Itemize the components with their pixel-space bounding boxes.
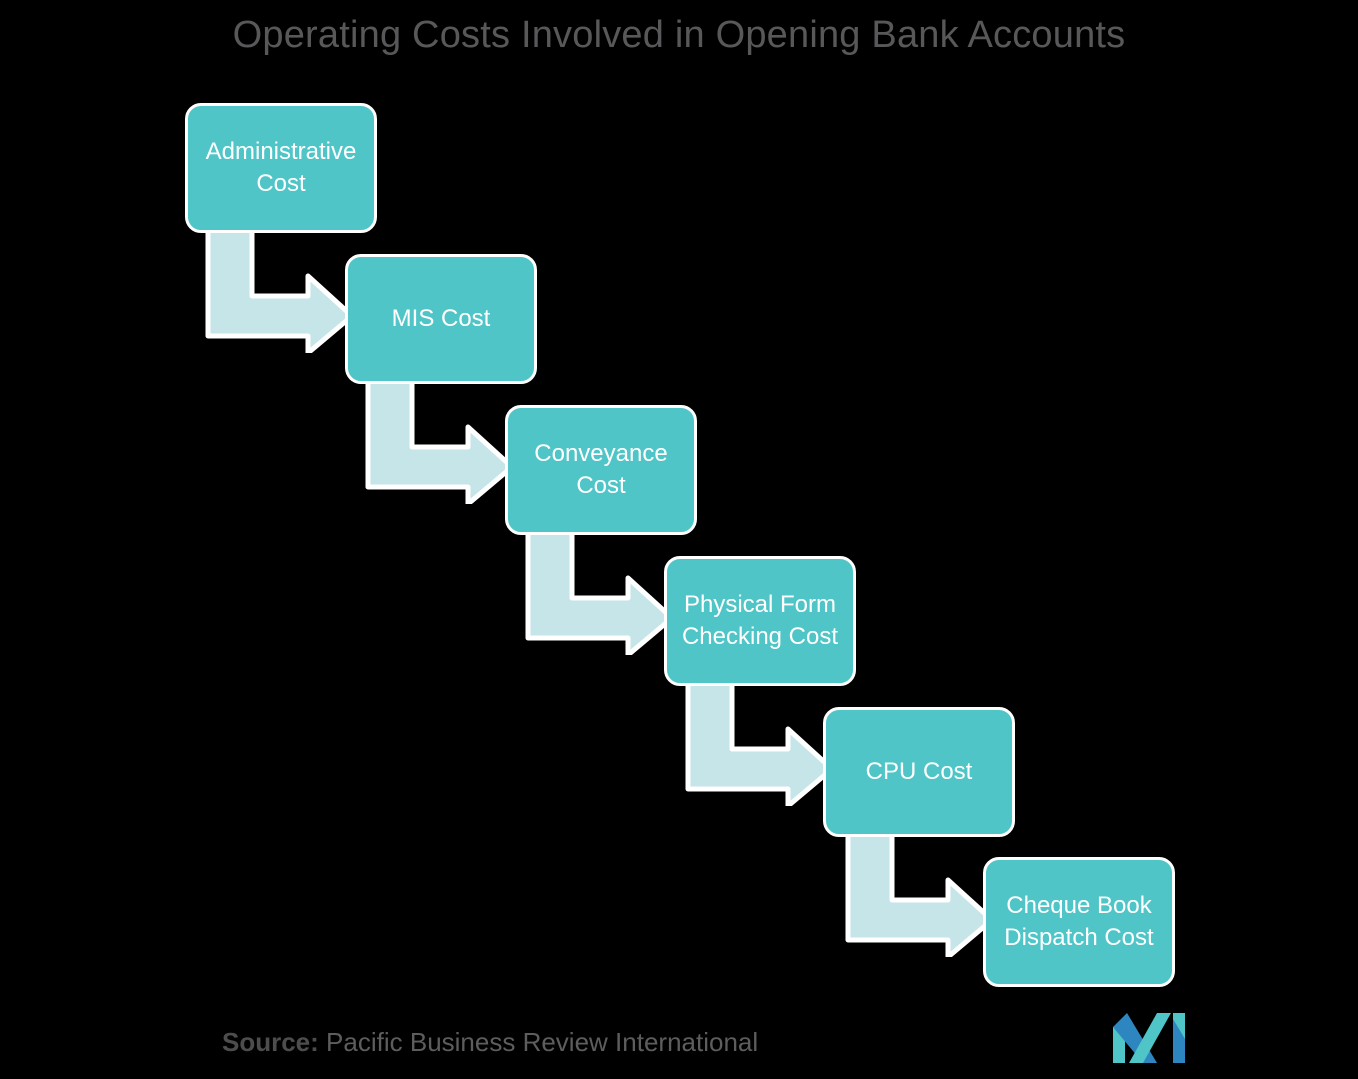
flow-node-label-line1: CPU Cost <box>865 758 973 786</box>
flow-node-label: Cheque Book Dispatch Cost <box>996 890 1162 953</box>
flow-node-administrative-cost[interactable]: Administrative Cost <box>185 103 377 233</box>
flow-node-label-line1: Conveyance <box>534 440 668 468</box>
flow-node-label-line1: Physical Form <box>683 591 837 619</box>
flow-node-physical-form-checking-cost[interactable]: Physical Form Checking Cost <box>664 556 856 686</box>
flow-node-label-line2: Dispatch Cost <box>1004 924 1154 951</box>
flow-node-label-line1: MIS Cost <box>391 305 491 333</box>
flow-node-label-line1: Cheque Book <box>1006 892 1152 920</box>
page-title: Operating Costs Involved in Opening Bank… <box>232 14 1126 56</box>
flow-node-label-line2: Cost <box>576 472 626 499</box>
flow-node-conveyance-cost[interactable]: Conveyance Cost <box>505 405 697 535</box>
flow-node-label: Conveyance Cost <box>518 438 684 501</box>
elbow-arrow-3 <box>520 530 680 655</box>
flow-node-cheque-book-dispatch-cost[interactable]: Cheque Book Dispatch Cost <box>983 857 1175 987</box>
elbow-arrow-4 <box>680 681 840 806</box>
flow-node-label-line2: Checking Cost <box>681 623 839 650</box>
elbow-arrow-5 <box>840 832 1000 957</box>
source-label: Source: <box>222 1027 319 1057</box>
source-attribution: Source: Pacific Business Review Internat… <box>222 1027 758 1058</box>
flow-node-label: CPU Cost <box>836 756 1002 788</box>
flow-node-label: Administrative Cost <box>198 136 364 199</box>
flow-node-label-line1: Administrative <box>205 138 357 166</box>
flow-node-label: Physical Form Checking Cost <box>677 589 843 652</box>
flow-node-mis-cost[interactable]: MIS Cost <box>345 254 537 384</box>
mordor-intelligence-logo-icon <box>1113 1013 1185 1063</box>
flow-node-label: MIS Cost <box>358 303 524 335</box>
flow-node-label-line2: Cost <box>256 170 306 197</box>
flow-node-cpu-cost[interactable]: CPU Cost <box>823 707 1015 837</box>
source-value: Pacific Business Review International <box>326 1027 759 1057</box>
elbow-arrow-1 <box>200 228 360 353</box>
elbow-arrow-2 <box>360 379 520 504</box>
